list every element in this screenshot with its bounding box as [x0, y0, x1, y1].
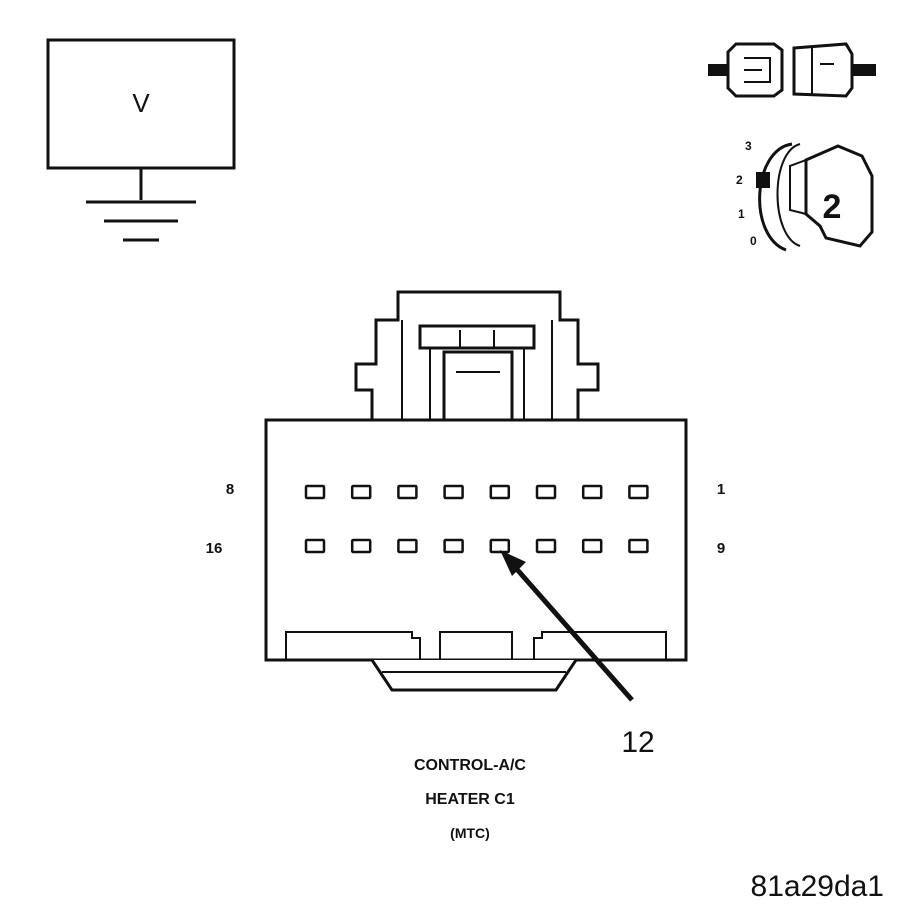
ignition-position-marker: [756, 172, 770, 188]
ignition-switch-icon: 3 2 1 0 2: [736, 139, 874, 252]
pin-cavity: [350, 484, 372, 500]
ignition-position-0: 0: [750, 234, 757, 248]
row-top-left-label: 8: [226, 481, 234, 498]
callout-pin-number: 12: [621, 726, 654, 759]
ignition-selected-position: 2: [823, 188, 842, 226]
connector-caption-line-3: (MTC): [450, 825, 490, 841]
connector-bottom-skirt: [370, 659, 578, 692]
pin-cavity: [628, 538, 649, 554]
pin-cavity: [535, 484, 557, 500]
ignition-position-3: 3: [745, 139, 752, 153]
pin-cavity: [443, 484, 464, 500]
ignition-position-1: 1: [738, 207, 745, 221]
connector-face: [264, 418, 688, 662]
pin-cavity: [397, 538, 418, 554]
pin-row-top: [304, 484, 649, 500]
row-bottom-right-label: 9: [717, 540, 725, 557]
row-bottom-left-label: 16: [206, 540, 223, 557]
voltmeter-icon: V: [46, 38, 236, 242]
connector-caption-line-1: CONTROL-A/C: [414, 757, 526, 774]
pin-cavity: [443, 538, 464, 554]
connector-caption-line-2: HEATER C1: [425, 791, 515, 808]
pin-cavity: [489, 538, 511, 554]
connector-disconnect-icon: [708, 42, 876, 98]
pin-row-bottom: [304, 538, 649, 554]
pin-cavity: [397, 484, 418, 500]
voltmeter-symbol: V: [132, 88, 150, 118]
pin-cavity: [628, 484, 649, 500]
pin-cavity: [350, 538, 372, 554]
connector-c1: 8 1 16 9: [206, 290, 725, 692]
connector-lock-tab: [442, 350, 514, 422]
pin-cavity: [581, 538, 603, 554]
row-top-right-label: 1: [717, 481, 725, 498]
ignition-position-2: 2: [736, 173, 743, 187]
pin-cavity: [581, 484, 603, 500]
ground-icon: [86, 200, 196, 242]
pin-cavity: [535, 538, 557, 554]
pin-cavity: [489, 484, 511, 500]
figure-id: 81a29da1: [751, 870, 884, 903]
pin-cavity: [304, 484, 326, 500]
pin-cavity: [304, 538, 326, 554]
callout-arrow: [500, 550, 634, 702]
